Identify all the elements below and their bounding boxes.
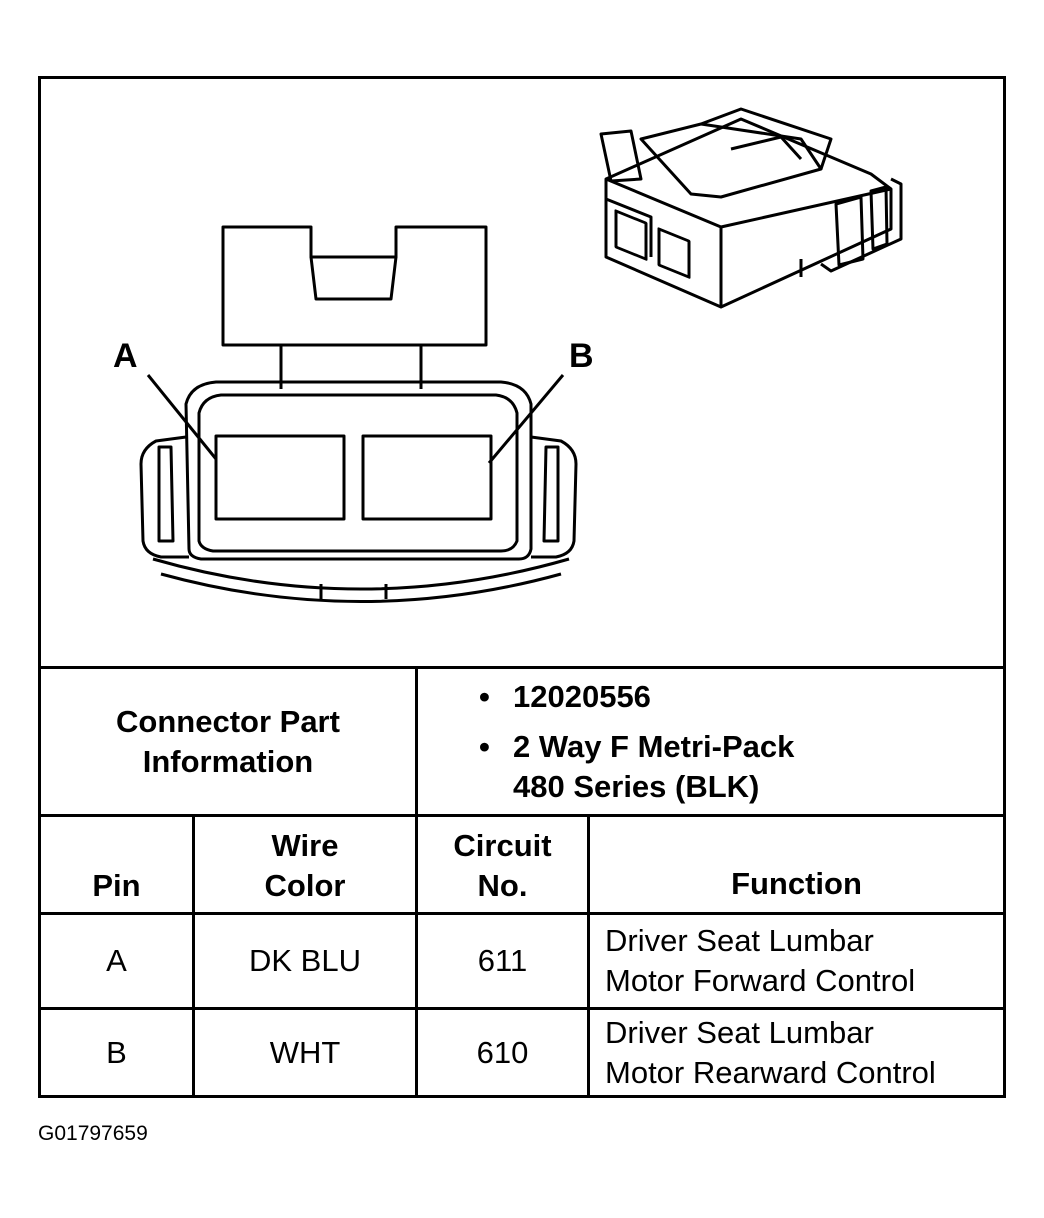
row-a-pin: A bbox=[106, 943, 127, 978]
divider-header-rows bbox=[41, 912, 1003, 915]
divider-partinfo-col bbox=[415, 666, 418, 814]
part-number: •12020556 bbox=[479, 679, 651, 714]
callout-a: A bbox=[113, 337, 138, 375]
connector-isometric-view bbox=[599, 107, 903, 309]
part-info-values: •12020556 •2 Way F Metri-Pack 480 Series… bbox=[479, 677, 999, 812]
connector-face-view bbox=[139, 225, 578, 603]
row-a-circuit: 611 bbox=[477, 943, 528, 978]
row-b-circuit: 610 bbox=[476, 1034, 529, 1070]
header-wire-color: Wire Color bbox=[264, 828, 346, 903]
row-b-wire: WHT bbox=[269, 1034, 341, 1070]
row-b-function: Driver Seat Lumbar Motor Rearward Contro… bbox=[605, 1014, 936, 1090]
divider-partinfo-header bbox=[41, 814, 1003, 817]
row-a-function: Driver Seat Lumbar Motor Forward Control bbox=[605, 923, 916, 998]
row-a-wire: DK BLU bbox=[249, 943, 361, 978]
divider-col-wire bbox=[415, 814, 418, 1095]
divider-row-a-b bbox=[41, 1007, 1003, 1010]
divider-col-circuit bbox=[587, 814, 590, 1095]
callout-b: B bbox=[569, 337, 594, 375]
connector-type: •2 Way F Metri-Pack bbox=[479, 729, 795, 764]
part-info-label: Connector Part Information bbox=[116, 703, 340, 779]
connector-drawings bbox=[139, 107, 903, 603]
figure-id: G01797659 bbox=[38, 1122, 148, 1145]
divider-drawing-table bbox=[41, 666, 1003, 669]
divider-col-pin bbox=[192, 814, 195, 1095]
connector-series: 480 Series (BLK) bbox=[513, 769, 760, 804]
row-b-pin: B bbox=[106, 1034, 127, 1070]
header-pin: Pin bbox=[92, 868, 141, 903]
connector-diagram-frame: A B Connector Part Information •12020556… bbox=[38, 76, 1006, 1098]
connector-drawing-area: A B bbox=[41, 79, 1003, 669]
header-circuit-no: Circuit No. bbox=[453, 828, 552, 903]
header-function: Function bbox=[731, 866, 862, 901]
